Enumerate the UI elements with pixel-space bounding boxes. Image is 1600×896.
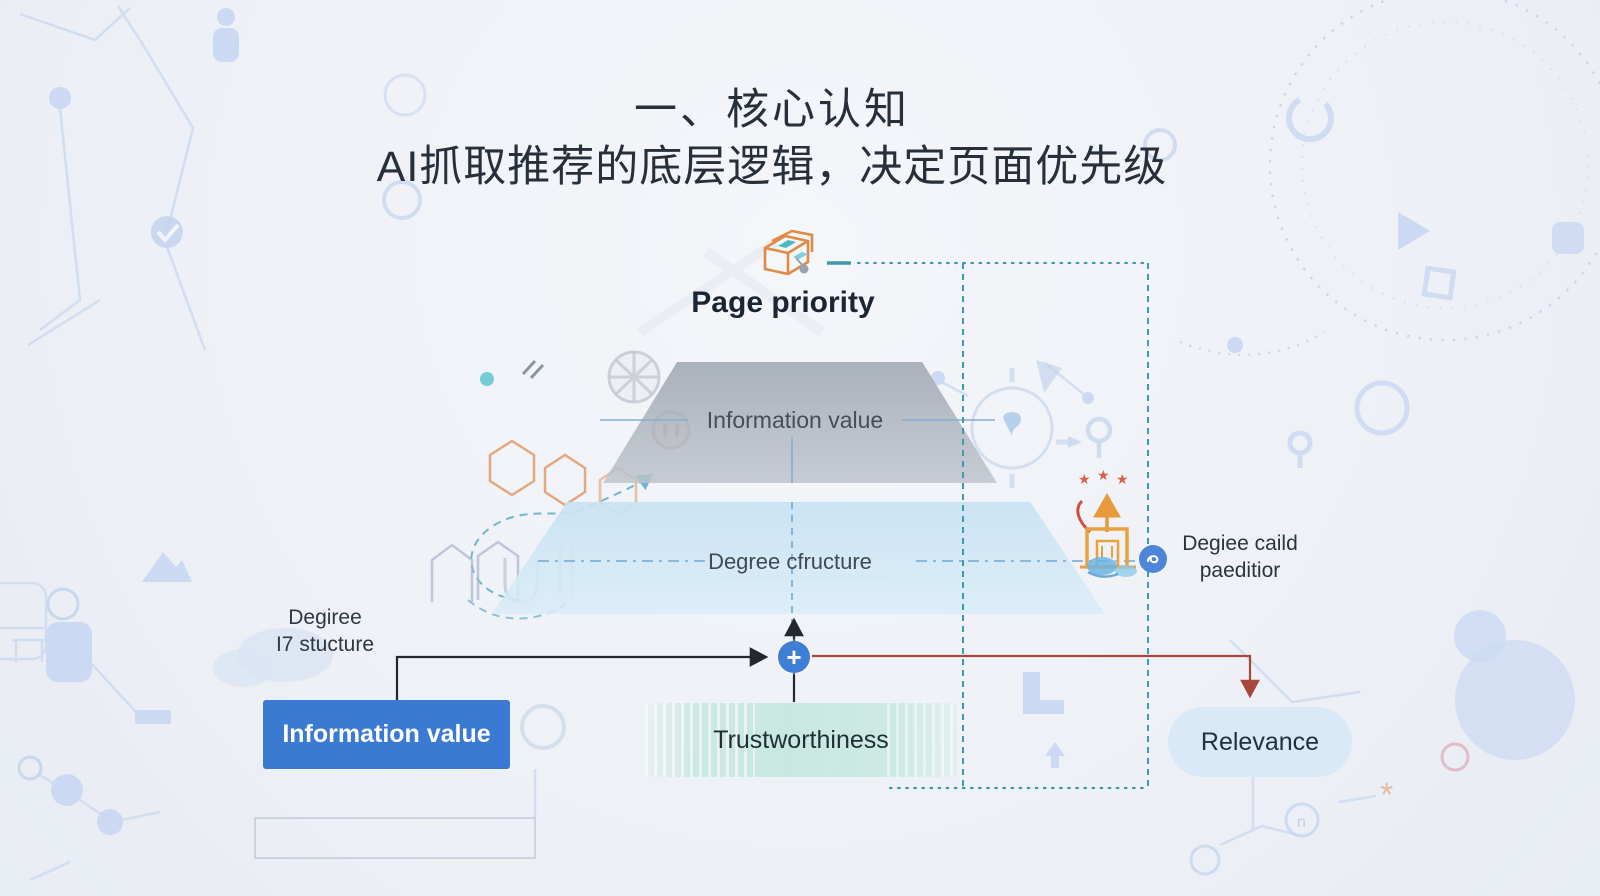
svg-text:★: ★ xyxy=(1078,471,1091,487)
relevance-box: Relevance xyxy=(1168,707,1352,777)
storefront-icon: ★ ★ ★ xyxy=(1076,467,1137,578)
pyramid-level1-label: Information value xyxy=(706,407,884,433)
left-annotation-line2: I7 stucture xyxy=(275,633,375,656)
pyramid-level-information-value xyxy=(603,362,997,483)
relevance-label: Relevance xyxy=(1200,727,1320,756)
right-annotation-line1: Degiee caild xyxy=(1182,532,1298,555)
level1-guide-lines xyxy=(600,419,995,483)
svg-text:★: ★ xyxy=(1116,471,1129,487)
slide-title: 一、核心认知 AI抓取推荐的底层逻辑，决定页面优先级 xyxy=(0,82,1572,196)
title-line-2: AI抓取推荐的底层逻辑，决定页面优先级 xyxy=(376,143,1168,191)
title-line-1: 一、核心认知 xyxy=(634,86,910,134)
trustworthiness-box: Trustworthiness xyxy=(645,703,957,777)
share-node-glyph xyxy=(1147,555,1159,564)
plus-icon: + xyxy=(778,641,810,673)
svg-text:*: * xyxy=(1380,776,1393,814)
plus-symbol: + xyxy=(786,642,802,672)
relevance-arrow-red xyxy=(812,654,1260,699)
right-annotation: Degiee caild paeditior xyxy=(1158,530,1322,584)
left-annotation: Degiree I7 stucture xyxy=(263,604,387,658)
pyramid-level-degree-structure xyxy=(492,502,1105,614)
pyramid-level2-label: Degree cfructure xyxy=(708,549,872,574)
left-annotation-line1: Degiree xyxy=(288,606,362,629)
dotted-frame xyxy=(827,261,1150,790)
share-node-icon xyxy=(1139,545,1167,573)
cube-3d-icon xyxy=(763,229,814,276)
svg-text:★: ★ xyxy=(1097,467,1110,483)
formula-arrows-black xyxy=(395,617,804,702)
trustworthiness-label: Trustworthiness xyxy=(713,725,889,754)
pyramid-heading: Page priority xyxy=(691,286,875,319)
information-value-label: Information value xyxy=(282,720,491,748)
right-annotation-line2: paeditior xyxy=(1199,559,1281,582)
svg-text:n: n xyxy=(1297,814,1306,831)
information-value-box: Information value xyxy=(263,700,510,769)
